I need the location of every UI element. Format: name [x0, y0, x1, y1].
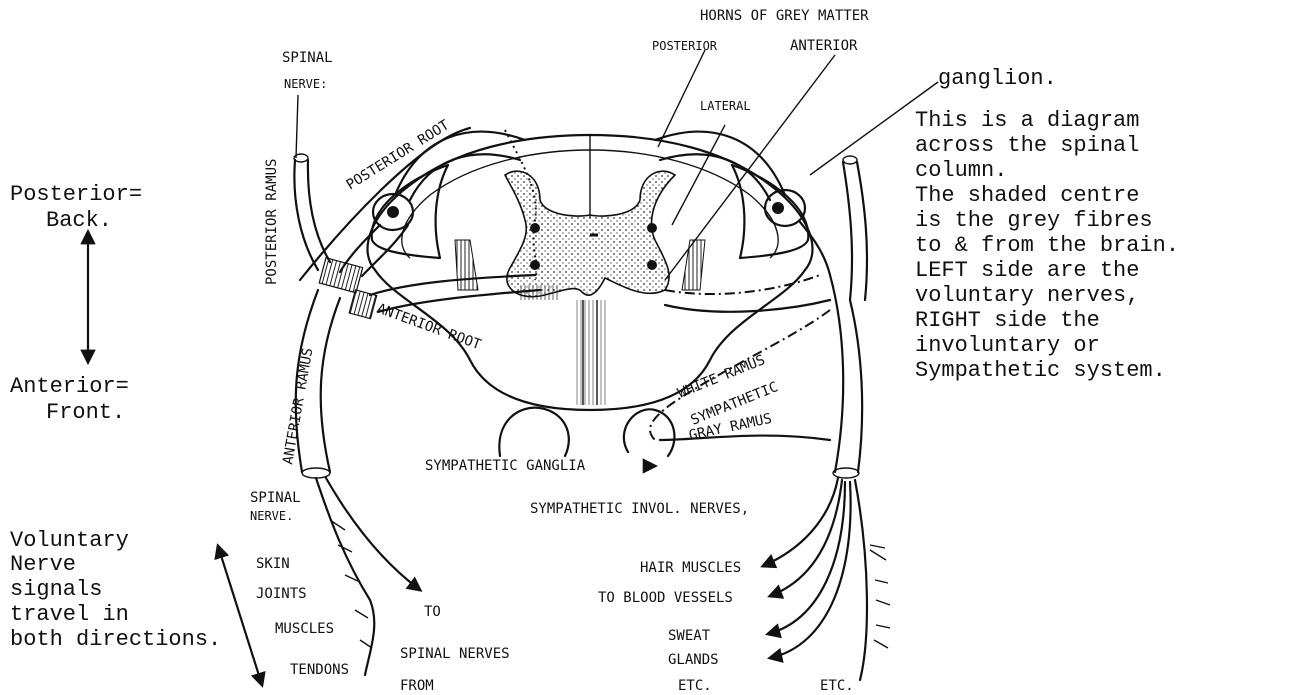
- note-voluntary-2: Nerve: [10, 552, 76, 577]
- note-posterior-2: Back.: [46, 208, 112, 233]
- right-sympathetic-ganglion: [624, 409, 675, 456]
- lateral-neuron-dot-2: [647, 260, 657, 270]
- label-etc-2: ETC.: [820, 678, 854, 694]
- note-right-9: RIGHT side the: [915, 308, 1100, 333]
- label-glands: GLANDS: [668, 652, 719, 668]
- label-symp-invol-nerves: SYMPATHETIC INVOL. NERVES,: [530, 501, 749, 517]
- label-from: FROM: [400, 678, 434, 694]
- lateral-neuron-dot: [647, 223, 657, 233]
- label-anterior-ramus: ANTERIOR RAMUS: [280, 347, 316, 466]
- note-right-8: voluntary nerves,: [915, 283, 1139, 308]
- right-horn-hatch: [682, 240, 705, 290]
- label-to: TO: [424, 604, 441, 620]
- note-posterior-1: Posterior=: [10, 182, 142, 207]
- note-right-6: to & from the brain.: [915, 233, 1179, 258]
- label-etc-1: ETC.: [678, 678, 712, 694]
- label-spinal-nerve-bottom-1: SPINAL: [250, 490, 301, 506]
- label-posterior-ramus: POSTERIOR RAMUS: [264, 159, 280, 285]
- label-muscles: MUSCLES: [275, 621, 334, 637]
- label-spinal-nerve-top-2: NERVE:: [284, 77, 327, 91]
- label-spinal-nerve-top-1: SPINAL: [282, 50, 333, 66]
- note-voluntary-3: signals: [10, 577, 102, 602]
- note-right-11: Sympathetic system.: [915, 358, 1166, 383]
- label-hair-muscles: HAIR MUSCLES: [640, 560, 741, 576]
- label-sympathetic-ganglia: SYMPATHETIC GANGLIA: [425, 458, 586, 474]
- note-right-1: This is a diagram: [915, 108, 1139, 133]
- label-skin: SKIN: [256, 556, 290, 572]
- note-right-2: across the spinal: [915, 133, 1139, 158]
- label-joints: JOINTS: [256, 586, 307, 602]
- note-voluntary-4: travel in: [10, 602, 129, 627]
- note-right-3: column.: [915, 158, 1007, 183]
- note-right-4: The shaded centre: [915, 183, 1139, 208]
- label-lateral-horn: LATERAL: [700, 99, 751, 113]
- note-right-5: is the grey fibres: [915, 208, 1153, 233]
- note-voluntary-5: both directions.: [10, 627, 221, 652]
- label-spinal-nerves: SPINAL NERVES: [400, 646, 510, 662]
- anterior-horn-leader: [665, 55, 835, 280]
- label-anterior-horn: ANTERIOR: [790, 38, 858, 54]
- left-horn-hatch: [455, 240, 478, 290]
- label-ganglion: ganglion.: [938, 66, 1057, 91]
- note-voluntary-1: Voluntary: [10, 528, 129, 553]
- label-anterior-root: ANTERIOR ROOT: [375, 301, 484, 354]
- label-posterior-horn: POSTERIOR: [652, 39, 718, 53]
- left-nerve: [294, 128, 540, 675]
- interneuron-dot: [530, 223, 540, 233]
- label-tendons: TENDONS: [290, 662, 349, 678]
- right-notes: This is a diagram across the spinal colu…: [915, 108, 1179, 383]
- label-posterior-root: POSTERIOR ROOT: [344, 117, 453, 193]
- note-right-7: LEFT side are the: [915, 258, 1139, 283]
- label-spinal-nerve-bottom-2: NERVE.: [250, 509, 293, 523]
- note-right-10: involuntary or: [915, 333, 1100, 358]
- label-sweat: SWEAT: [668, 628, 711, 644]
- note-anterior-1: Anterior=: [10, 374, 129, 399]
- left-sympathetic-ganglion: [499, 408, 568, 456]
- anterior-fissure: [574, 300, 606, 405]
- label-horns: HORNS OF GREY MATTER: [700, 8, 869, 24]
- note-anterior-2: Front.: [46, 400, 125, 425]
- commissure-hatch: [520, 285, 560, 300]
- motor-neuron-dot: [530, 260, 540, 270]
- label-blood-vessels: TO BLOOD VESSELS: [598, 590, 733, 606]
